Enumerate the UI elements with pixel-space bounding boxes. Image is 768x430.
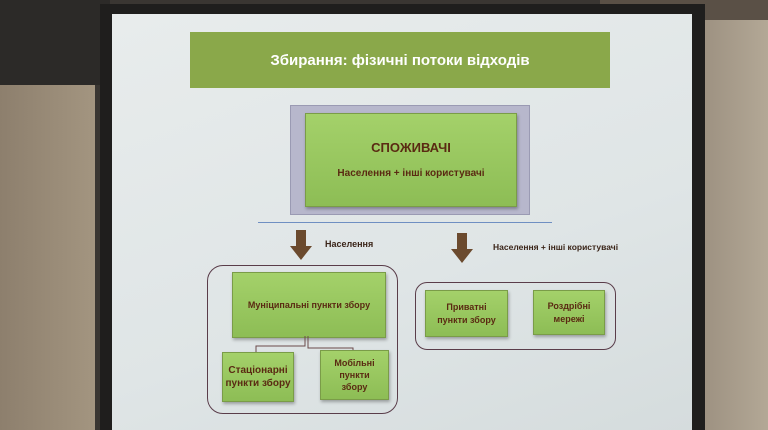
retail-label: Роздрібні мережі bbox=[547, 301, 591, 324]
ceiling-truss bbox=[0, 0, 110, 85]
left-wall bbox=[0, 85, 95, 430]
private-points-box: Приватні пункти збору bbox=[425, 290, 508, 337]
municipal-collection-box: Муніципальні пункти збору bbox=[232, 272, 386, 338]
stationary-points-box: Стаціонарні пункти збору bbox=[222, 352, 294, 402]
retail-networks-box: Роздрібні мережі bbox=[533, 290, 605, 335]
consumers-heading: СПОЖИВАЧІ bbox=[371, 140, 451, 156]
down-arrow-icon bbox=[451, 233, 473, 263]
private-label: Приватні пункти збору bbox=[437, 302, 496, 325]
down-arrow-icon bbox=[290, 230, 312, 260]
stationary-label: Стаціонарні пункти збору bbox=[225, 364, 291, 390]
mobile-points-box: Мобільні пункти збору bbox=[320, 350, 389, 400]
consumers-subtitle: Населення + інші користувачі bbox=[337, 168, 485, 180]
right-wall bbox=[700, 20, 768, 430]
right-branch-label: Населення + інші користувачі bbox=[493, 242, 619, 252]
slide-title: Збирання: фізичні потоки відходів bbox=[190, 32, 610, 88]
mobile-label: Мобільні пункти збору bbox=[334, 357, 375, 393]
municipal-label: Муніципальні пункти збору bbox=[247, 299, 371, 310]
divider-line bbox=[258, 222, 552, 223]
consumers-box: СПОЖИВАЧІ Населення + інші користувачі bbox=[305, 113, 517, 207]
left-branch-label: Населення bbox=[325, 239, 374, 249]
right-group bbox=[415, 282, 616, 350]
left-group bbox=[207, 265, 398, 414]
